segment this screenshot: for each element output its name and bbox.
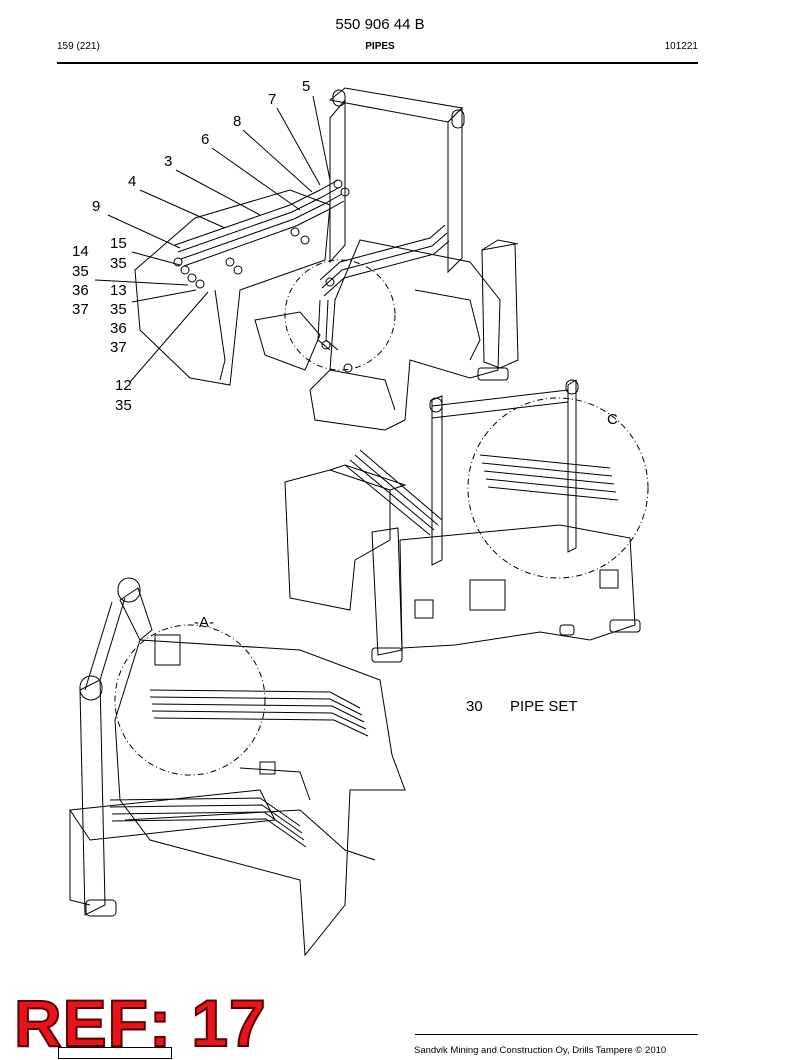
callout-label: 37 bbox=[110, 339, 127, 356]
middle-assembly bbox=[284, 379, 649, 663]
page-reference: 159 (221) bbox=[57, 41, 100, 52]
legend-item-name: PIPE SET bbox=[510, 698, 578, 715]
callout-label: 8 bbox=[233, 113, 242, 130]
view-label-c: C bbox=[607, 411, 618, 428]
view-label-a: -A- bbox=[194, 614, 214, 631]
top-assembly bbox=[94, 87, 519, 431]
callout-label: 14 bbox=[72, 243, 89, 260]
footer-rule bbox=[415, 1034, 698, 1035]
callout-label: 35 bbox=[110, 301, 127, 318]
callout-label: 12 bbox=[115, 377, 132, 394]
header-rule bbox=[57, 62, 698, 64]
callout-label: 35 bbox=[115, 397, 132, 414]
manufacturer-logo bbox=[58, 1047, 172, 1059]
callout-label: 6 bbox=[201, 131, 210, 148]
callout-label: 7 bbox=[268, 91, 277, 108]
callout-label: 13 bbox=[110, 282, 127, 299]
callout-label: 37 bbox=[72, 301, 89, 318]
footer-copyright: Sandvik Mining and Construction Oy, Dril… bbox=[414, 1045, 667, 1056]
bottom-assembly bbox=[69, 577, 406, 957]
ref-stamp: REF: 17 bbox=[13, 986, 267, 1060]
callout-label: 3 bbox=[164, 153, 173, 170]
callout-label: 9 bbox=[92, 198, 101, 215]
callout-label: 35 bbox=[110, 255, 127, 272]
callout-label: 36 bbox=[110, 320, 127, 337]
section-title: PIPES bbox=[365, 41, 395, 52]
document-date-code: 101221 bbox=[664, 41, 698, 52]
callout-label: 5 bbox=[302, 78, 311, 95]
callout-label: 35 bbox=[72, 263, 89, 280]
callout-label: 15 bbox=[110, 235, 127, 252]
legend-item-number: 30 bbox=[466, 698, 483, 715]
document-number: 550 906 44 B bbox=[335, 16, 425, 33]
callout-label: 4 bbox=[128, 173, 137, 190]
callout-label: 36 bbox=[72, 282, 89, 299]
